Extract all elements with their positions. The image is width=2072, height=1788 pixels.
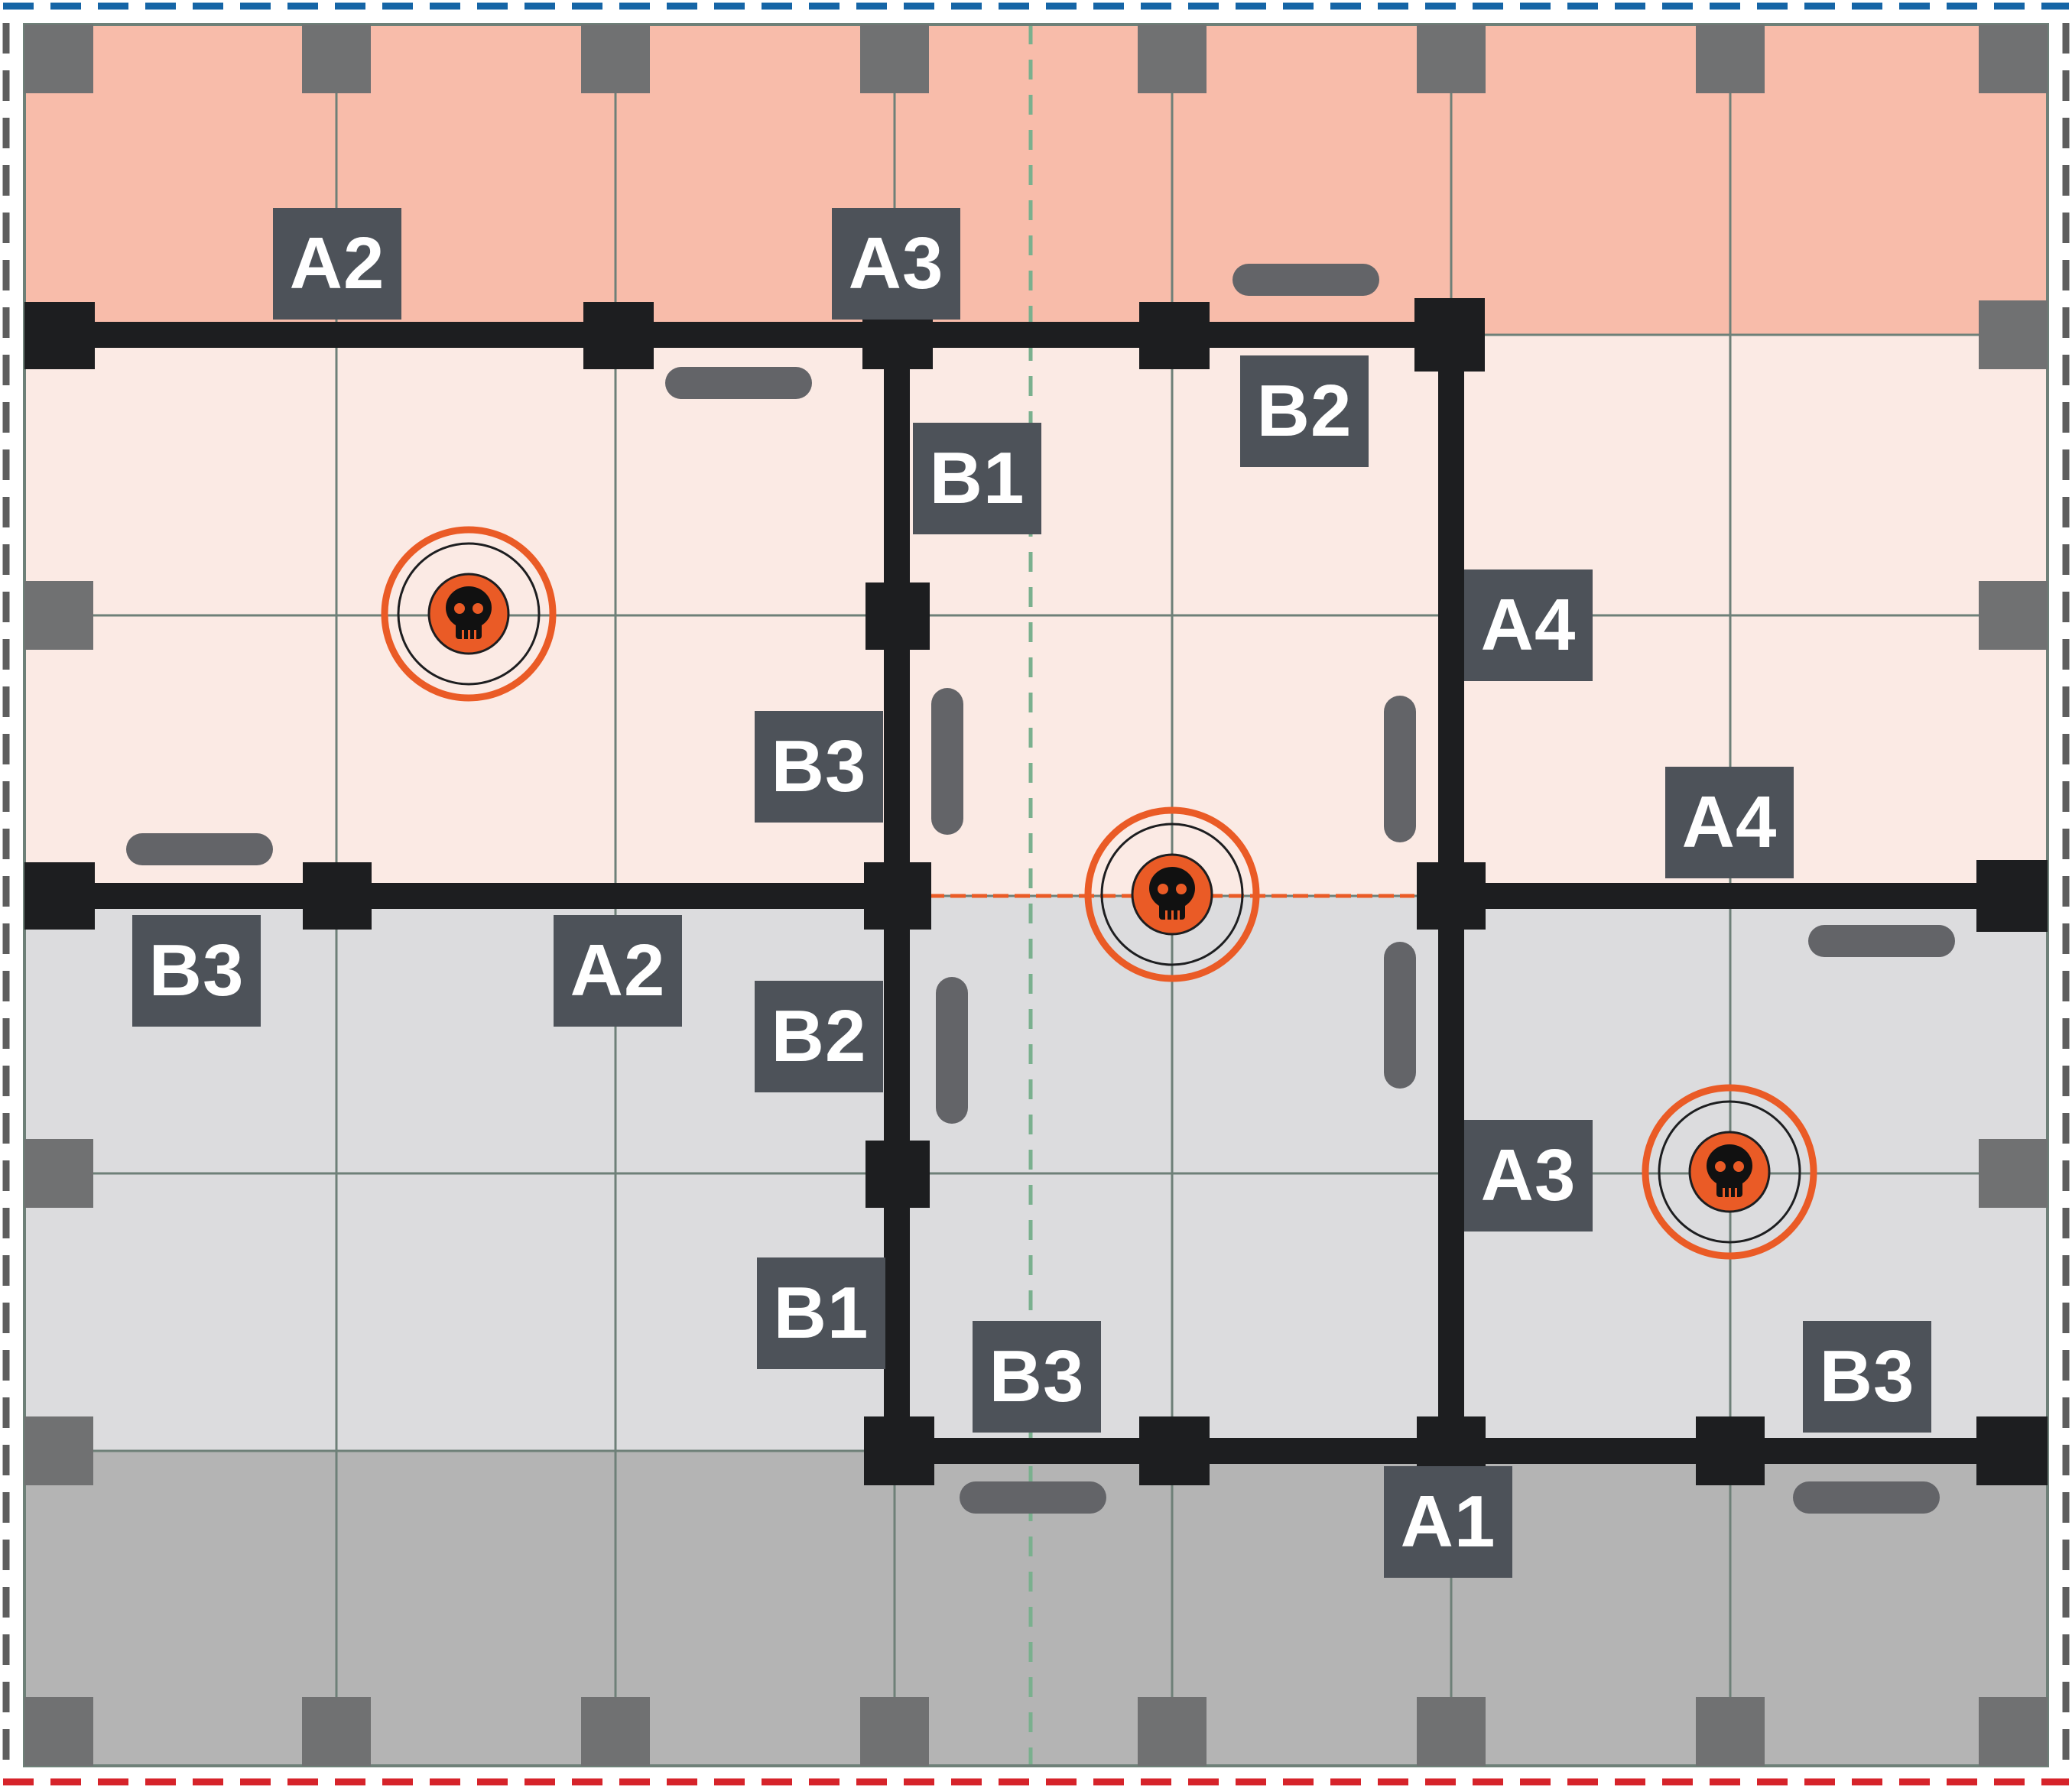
skull-icon [1707,1144,1752,1197]
label-right-a4-upper: A4 [1464,569,1593,681]
door-right-mid [1808,925,1955,957]
door-center-left-lower [936,977,968,1124]
label-right-b3-bottom: B3 [1803,1321,1931,1433]
skull-icon [446,586,492,639]
label-left-a2-low: A2 [554,915,682,1027]
objective-right[interactable] [1642,1084,1817,1260]
objective-left[interactable] [381,526,557,702]
skull-icon [1149,867,1195,920]
label-top-a3: A3 [832,208,960,320]
label-top-a2: A2 [273,208,401,320]
label-right-a3: A3 [1464,1120,1593,1231]
label-bottom-a1: A1 [1384,1466,1512,1578]
door-left-mid [126,833,273,865]
door-center-left-upper [931,688,963,835]
label-left-b3-mid: B3 [755,711,883,823]
objective-center[interactable] [1084,806,1260,982]
label-left-b3-low: B3 [132,915,261,1027]
label-center-b1-low: B1 [757,1257,885,1369]
label-room-b2-top: B2 [1240,355,1369,467]
door-upper-left [665,367,812,399]
wall-junctions [24,298,2048,1485]
door-top-right [1232,264,1379,296]
door-bottom-right [1793,1481,1940,1514]
doors [126,264,1955,1514]
door-center-right-lower [1384,942,1416,1089]
door-center-right-upper [1384,696,1416,842]
label-room-b1-top: B1 [913,423,1041,534]
label-right-a4-mid: A4 [1665,767,1794,878]
label-center-b3-bottom: B3 [973,1321,1101,1433]
edge-posts [24,24,2048,1766]
label-center-b2-low: B2 [755,981,883,1092]
door-bottom-center [960,1481,1106,1514]
